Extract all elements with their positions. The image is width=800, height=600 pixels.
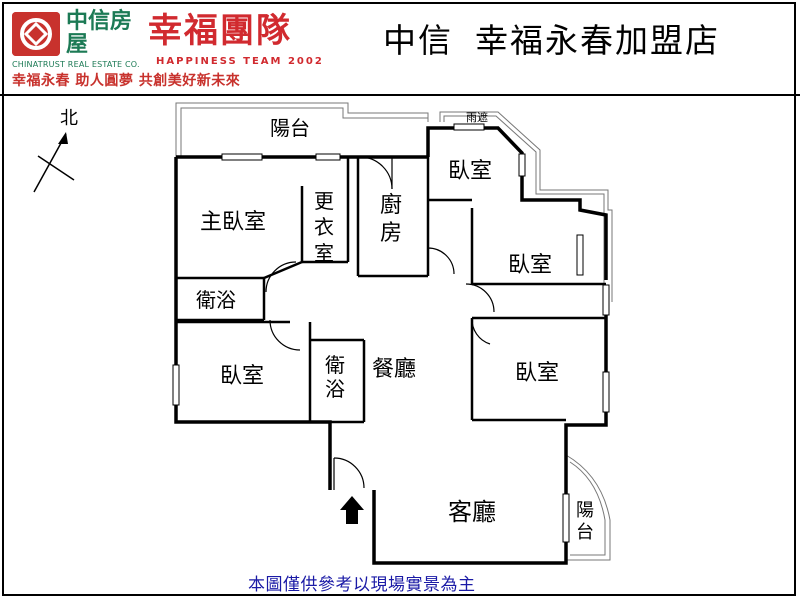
room-bedroom-se: 臥室 xyxy=(515,361,559,386)
room-walk-in-closet-line3: 室 xyxy=(314,241,334,265)
brand-name: 中信房屋 xyxy=(66,9,133,57)
room-master-bath: 衛浴 xyxy=(196,288,236,312)
store-title: 中信幸福永春加盟店 xyxy=(383,14,720,62)
team-name-english: HAPPINESS TEAM 2002 xyxy=(156,56,324,67)
header: 中信房屋 CHINATRUST REAL ESTATE CO. 幸福團隊 HAP… xyxy=(0,0,800,96)
entrance-arrow-icon xyxy=(340,496,364,524)
brand-name-english: CHINATRUST REAL ESTATE CO. xyxy=(12,60,140,69)
room-walk-in-closet-line2: 衣 xyxy=(314,215,334,239)
slogan: 幸福永春 助人圓夢 共創美好新未來 xyxy=(12,73,241,89)
room-bedroom-ne: 臥室 xyxy=(448,159,492,184)
room-canopy: 雨遮 xyxy=(466,110,488,124)
north-label: 北 xyxy=(60,108,78,129)
room-bath-center-line1: 衛 xyxy=(325,353,345,377)
team-name: 幸福團隊 xyxy=(148,11,292,51)
room-walk-in-closet-line1: 更 xyxy=(314,189,334,213)
room-master-bedroom: 主臥室 xyxy=(200,210,266,235)
header-divider xyxy=(0,94,800,96)
room-dining: 餐廳 xyxy=(372,357,416,382)
room-balcony-top: 陽台 xyxy=(270,116,310,140)
balcony-top-outline xyxy=(175,102,429,157)
room-balcony-right-line1: 陽 xyxy=(576,500,594,521)
room-living: 客廳 xyxy=(448,498,496,526)
room-bath-center-line2: 浴 xyxy=(325,377,345,401)
room-kitchen-line2: 房 xyxy=(380,221,402,246)
disclaimer: 本圖僅供參考以現場實景為主 xyxy=(248,575,476,595)
brand-logo-icon xyxy=(12,12,60,56)
room-kitchen-line1: 廚 xyxy=(380,193,402,218)
room-bedroom-sw: 臥室 xyxy=(220,364,264,389)
door-swings xyxy=(265,156,495,490)
store-prefix: 中信 xyxy=(383,21,453,60)
windows xyxy=(172,123,610,543)
balcony-right-outline xyxy=(565,454,611,561)
canopy-outline xyxy=(439,111,613,302)
store-name: 幸福永春加盟店 xyxy=(475,21,720,60)
north-arrow-icon xyxy=(33,132,75,193)
room-bedroom-e: 臥室 xyxy=(508,253,552,278)
interior-walls xyxy=(176,157,606,424)
brand-logo: 中信房屋 CHINATRUST REAL ESTATE CO. 幸福團隊 HAP… xyxy=(8,8,322,90)
room-balcony-right-line2: 台 xyxy=(576,522,594,543)
